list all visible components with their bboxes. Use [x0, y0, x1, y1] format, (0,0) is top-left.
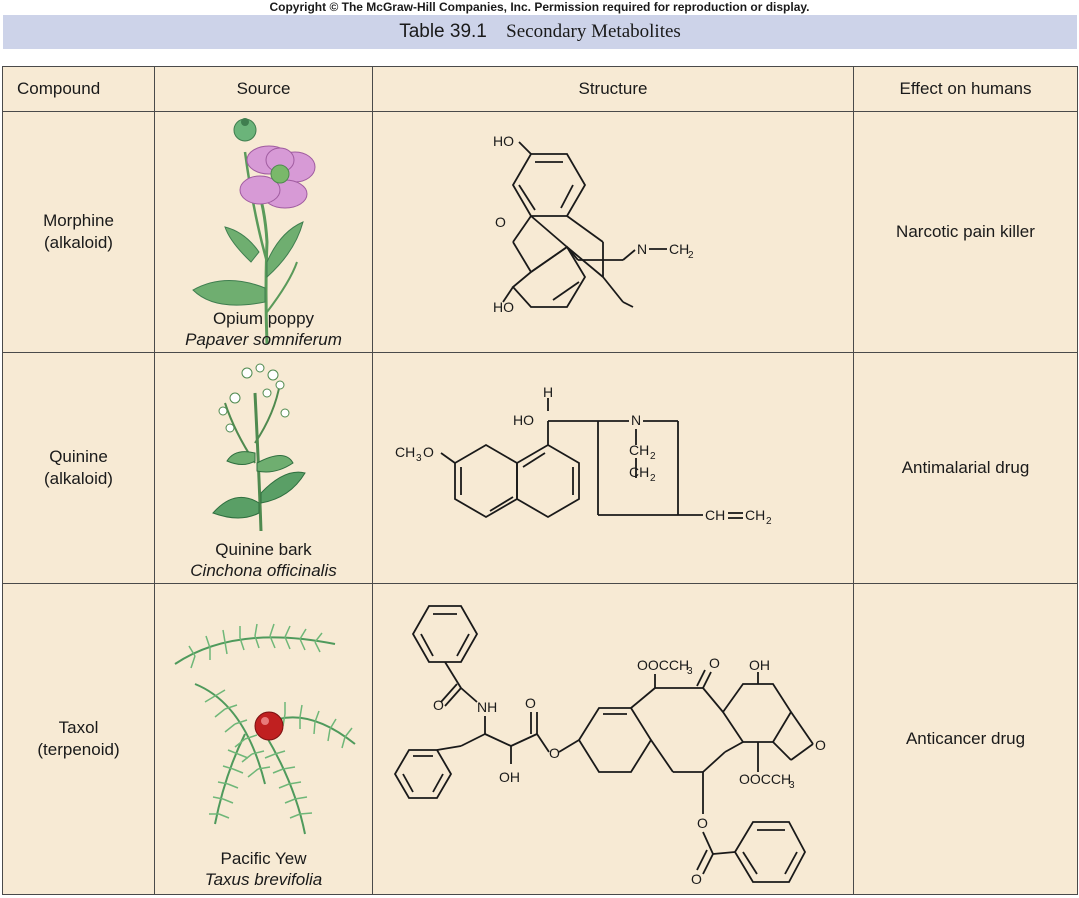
col-header-structure: Structure	[372, 66, 854, 112]
label-vinyl-ch2: CH	[745, 507, 765, 523]
label-oh1: OH	[499, 769, 520, 785]
label-o5: O	[815, 737, 826, 753]
label-o6: O	[697, 815, 708, 831]
compound-cell: Taxol (terpenoid)	[2, 583, 155, 895]
source-common-name: Opium poppy	[212, 309, 315, 328]
label-o1: O	[433, 697, 444, 713]
label-o3: O	[549, 745, 560, 761]
table-name: Secondary Metabolites	[506, 21, 681, 42]
metabolites-table: Compound Source Structure Effect on huma…	[2, 66, 1078, 895]
source-common-name: Pacific Yew	[220, 849, 307, 868]
structure-cell: O NH O OH O OOCCH 3 O OH O OOCCH 3 O O	[372, 583, 854, 895]
label-o7: O	[691, 871, 702, 887]
label-ooccht-sub: 3	[687, 666, 693, 677]
header-row: Compound Source Structure Effect on huma…	[2, 66, 1078, 112]
source-common-name: Quinine bark	[215, 540, 312, 559]
compound-name: Quinine	[49, 447, 108, 466]
col-header-source: Source	[154, 66, 373, 112]
cinchona-illustration	[212, 363, 306, 532]
source-cell: Opium poppy Papaver somniferum	[154, 111, 373, 353]
label-ooccb: OOCCH	[739, 771, 791, 787]
col-header-compound: Compound	[2, 66, 155, 112]
label-vinyl-ch: CH	[705, 507, 725, 523]
label-nh: NH	[477, 699, 497, 715]
compound-name: Morphine	[43, 211, 114, 230]
label-ho-top: HO	[493, 133, 514, 149]
structure-cell: H HO N CH 3 O CH 2 CH 2 CH CH 2	[372, 352, 854, 584]
poppy-illustration	[192, 118, 316, 345]
effect-cell: Anticancer drug	[853, 583, 1078, 895]
title-bar: Table 39.1 Secondary Metabolites	[3, 15, 1077, 49]
label-n: N	[631, 412, 641, 428]
table-number: Table 39.1	[399, 21, 487, 42]
label-ch3o-o: O	[423, 444, 434, 460]
effect-cell: Narcotic pain killer	[853, 111, 1078, 353]
table-title: Table 39.1 Secondary Metabolites	[3, 21, 1077, 43]
label-o: O	[495, 214, 506, 230]
quinine-structure: H HO N CH 3 O CH 2 CH 2 CH CH 2	[395, 384, 772, 527]
label-vinyl-sub: 2	[766, 516, 772, 527]
label-ch2-a: CH	[629, 442, 649, 458]
label-ch2-a-sub: 2	[650, 451, 656, 462]
copyright-notice: Copyright © The McGraw-Hill Companies, I…	[269, 0, 810, 14]
source-scientific-name: Cinchona officinalis	[190, 561, 337, 580]
source-caption: Opium poppy Papaver somniferum	[155, 308, 372, 350]
label-ch3o: CH	[395, 444, 415, 460]
yew-illustration	[174, 623, 356, 835]
taxol-structure: O NH O OH O OOCCH 3 O OH O OOCCH 3 O O	[393, 605, 826, 887]
label-n: N	[637, 241, 647, 257]
compound-cell: Morphine (alkaloid)	[2, 111, 155, 353]
label-ooccb-sub: 3	[789, 780, 795, 791]
source-caption: Quinine bark Cinchona officinalis	[155, 539, 372, 581]
compound-class: (terpenoid)	[37, 740, 120, 759]
compound-cell: Quinine (alkaloid)	[2, 352, 155, 584]
label-ch: CH	[669, 241, 689, 257]
label-ch3o-sub: 3	[416, 453, 422, 464]
compound-class: (alkaloid)	[44, 233, 113, 252]
label-ho: HO	[513, 412, 534, 428]
label-oh2: OH	[749, 657, 770, 673]
label-ch-sub: 2	[688, 250, 694, 261]
table-row: Morphine (alkaloid)	[2, 111, 1078, 353]
compound-class: (alkaloid)	[44, 469, 113, 488]
table-row: Taxol (terpenoid)	[2, 583, 1078, 895]
source-scientific-name: Taxus brevifolia	[204, 870, 323, 889]
label-ch2-b: CH	[629, 464, 649, 480]
label-ch2-b-sub: 2	[650, 473, 656, 484]
col-header-effect: Effect on humans	[853, 66, 1078, 112]
source-caption: Pacific Yew Taxus brevifolia	[155, 848, 372, 890]
label-h: H	[543, 384, 553, 400]
source-cell: Quinine bark Cinchona officinalis	[154, 352, 373, 584]
label-ho-bottom: HO	[493, 299, 514, 315]
label-o2: O	[525, 695, 536, 711]
table-row: Quinine (alkaloid) Quinine bark C	[2, 352, 1078, 584]
label-o4: O	[709, 655, 720, 671]
compound-name: Taxol	[58, 718, 99, 737]
source-cell: Pacific Yew Taxus brevifolia	[154, 583, 373, 895]
structure-cell: HO O N CH 2 HO	[372, 111, 854, 353]
effect-cell: Antimalarial drug	[853, 352, 1078, 584]
source-scientific-name: Papaver somniferum	[185, 330, 342, 349]
label-ooccht: OOCCH	[637, 657, 689, 673]
morphine-structure: HO O N CH 2 HO	[493, 133, 694, 315]
